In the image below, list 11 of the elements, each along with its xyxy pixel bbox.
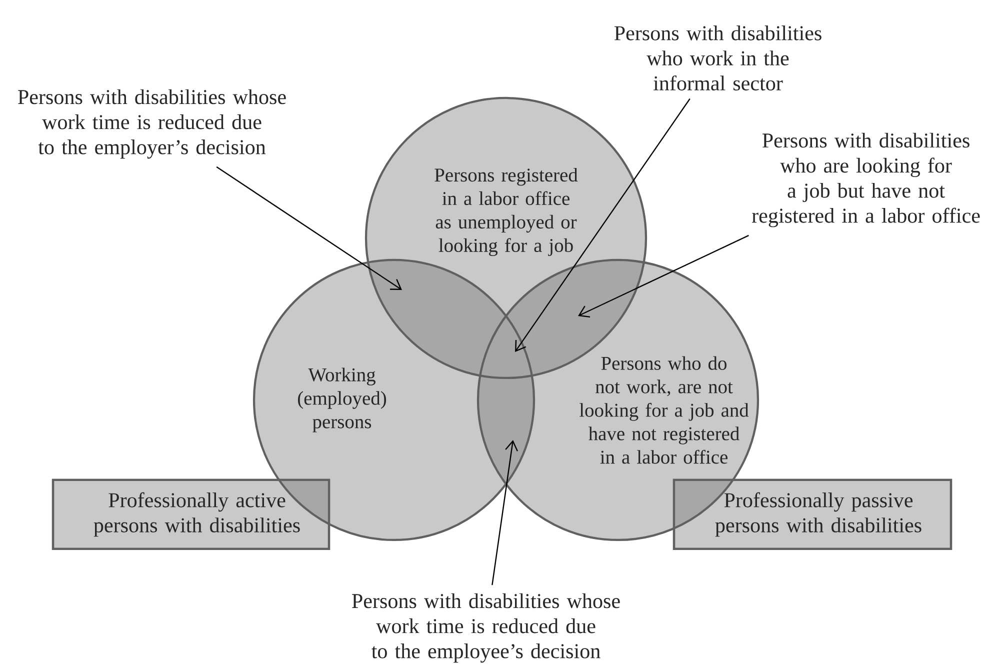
leader-arrow [578,234,749,318]
leader-arrow [216,166,402,290]
callout-text: Persons with disabilities whose work time is reduced due to the employer’s decision [18,89,286,159]
callout-text: Persons with disabilities whose work time is reduced due to the employee’s decision [352,593,620,663]
callout-text: Persons with disabilities who are looking for a job but have not registered in a labor office [752,132,980,228]
callout-text: Persons with disabilities who work in the informal sector [614,26,822,90]
category-box: Professionally passive persons with disabilities [672,478,952,550]
leader-arrow [492,440,518,586]
category-box: Professionally active persons with disabilities [52,478,330,550]
leader-arrow [515,98,690,352]
overlap-region [478,376,534,484]
